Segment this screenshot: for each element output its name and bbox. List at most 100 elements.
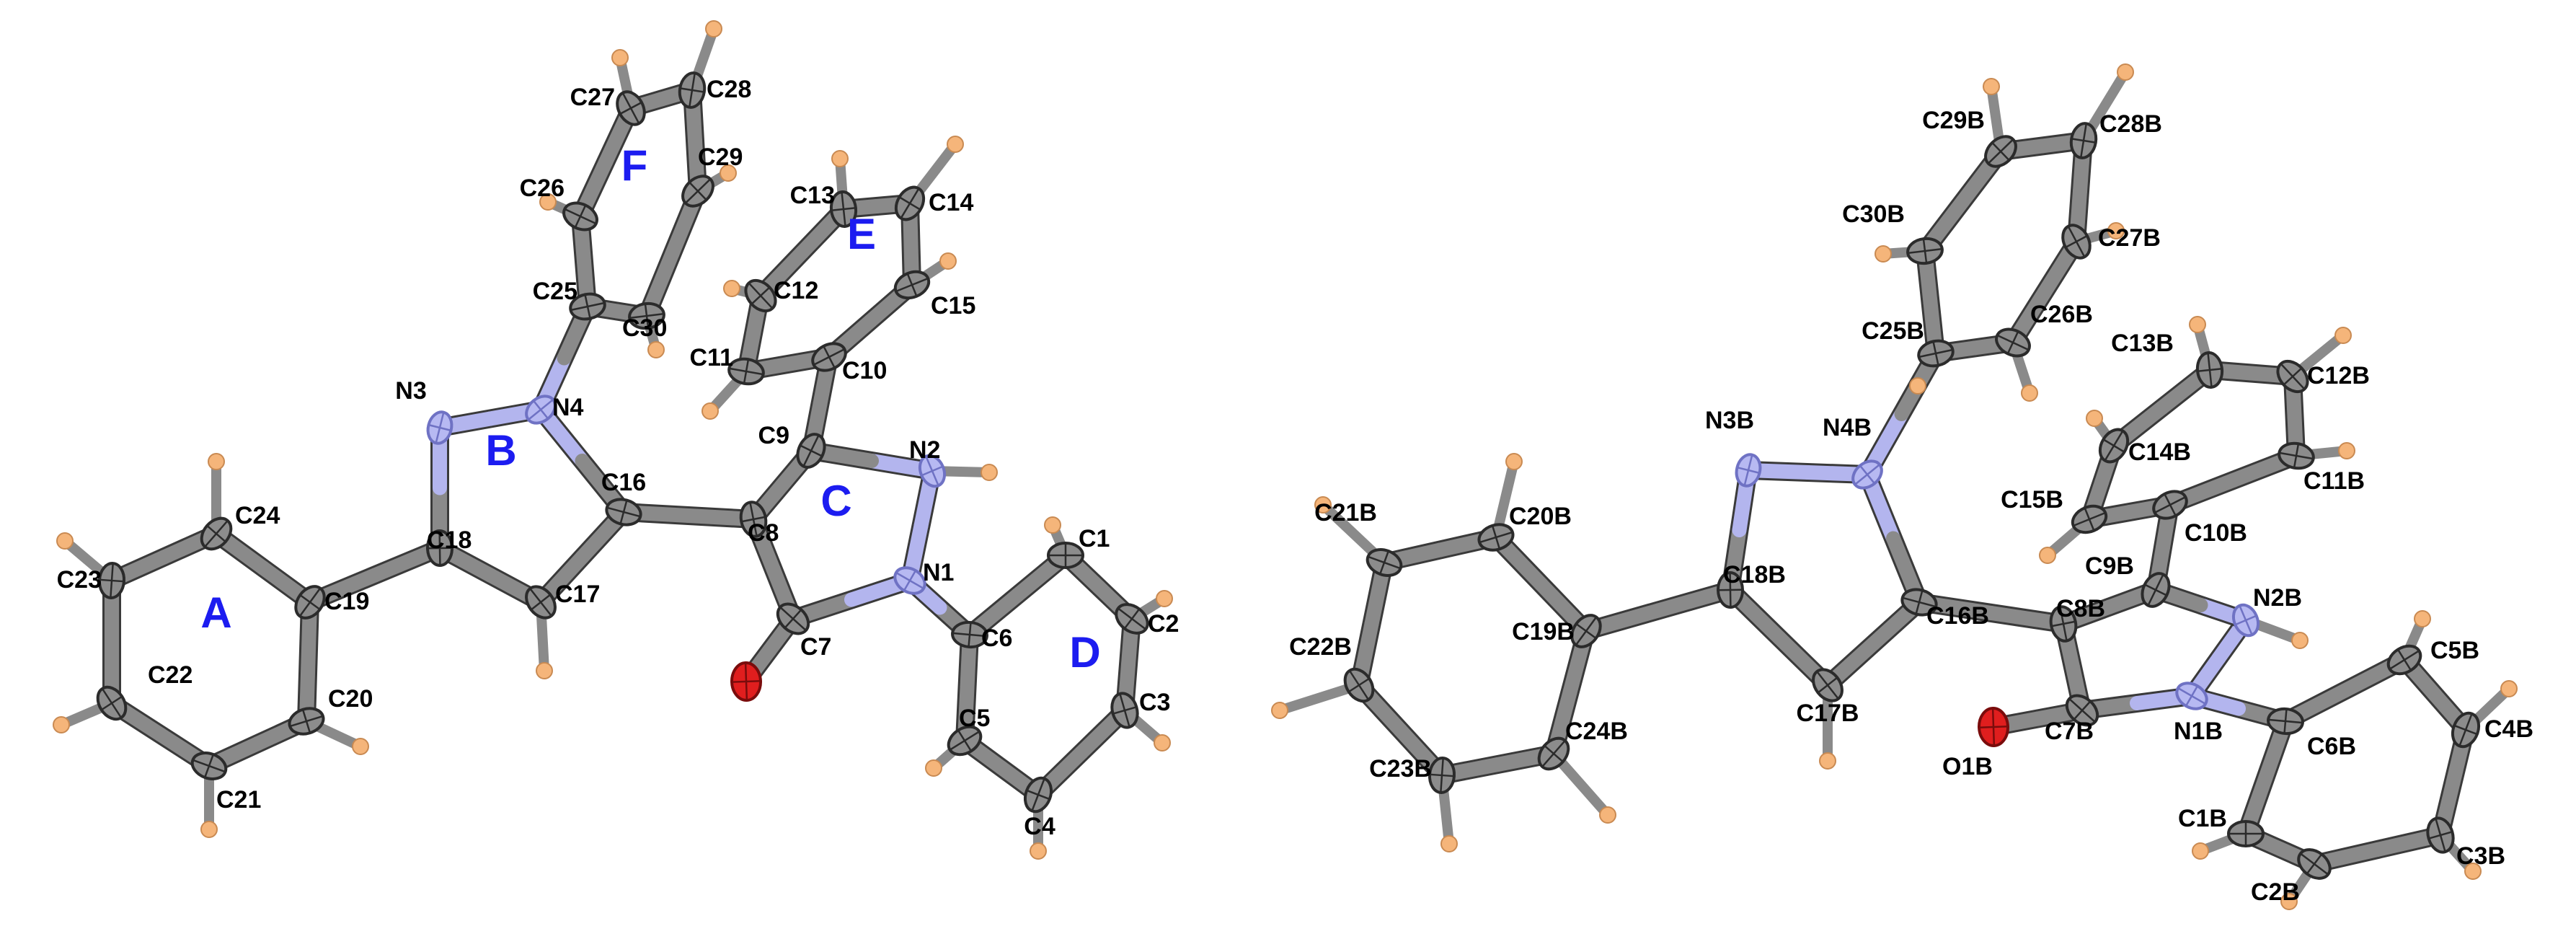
atom-c27 bbox=[616, 90, 646, 126]
ellipsoid-axis bbox=[644, 303, 650, 329]
hydrogen-atom bbox=[939, 252, 957, 270]
atom-label-c1: C1 bbox=[1079, 525, 1110, 552]
atom-c26b bbox=[1995, 327, 2031, 358]
ellipsoid-axis bbox=[1026, 789, 1050, 801]
hydrogen-atom bbox=[701, 402, 719, 420]
atom-c3 bbox=[1110, 692, 1139, 729]
ellipsoid-axis bbox=[2293, 444, 2300, 468]
ellipsoid-axis bbox=[800, 444, 823, 457]
atom-n2b bbox=[2231, 603, 2260, 638]
ring-label-c: C bbox=[820, 477, 851, 525]
atom-label-c21b: C21B bbox=[1314, 499, 1377, 526]
hydrogen-atom bbox=[2117, 63, 2134, 81]
hydrogen-atom bbox=[2414, 610, 2431, 627]
ellipsoid-axis bbox=[619, 500, 628, 524]
atom-c16 bbox=[605, 498, 642, 526]
atom-c3b bbox=[2426, 816, 2455, 854]
ellipsoid-axis bbox=[2283, 708, 2288, 734]
ellipsoid-axis bbox=[680, 87, 704, 93]
atom-n2 bbox=[918, 454, 947, 488]
atom-c17 bbox=[525, 585, 557, 620]
ellipsoid-axis bbox=[301, 709, 311, 733]
atom-c11b bbox=[2278, 441, 2315, 470]
ellipsoid-axis bbox=[1575, 622, 1597, 640]
hydrogen-atom bbox=[947, 136, 964, 153]
atom-c23 bbox=[97, 562, 126, 599]
atom-label-c3b: C3B bbox=[2456, 842, 2505, 870]
atom-c4 bbox=[1023, 776, 1053, 814]
atom-c1b bbox=[2227, 820, 2265, 847]
ellipsoid-axis bbox=[744, 662, 748, 701]
atom-c11 bbox=[727, 357, 765, 386]
hydrogen-atom bbox=[208, 453, 225, 470]
hydrogen-atom bbox=[200, 821, 218, 838]
ring-label-e: E bbox=[847, 210, 876, 258]
atom-c21 bbox=[190, 752, 228, 780]
atom-c13b bbox=[2195, 351, 2224, 389]
atom-label-o1b: O1B bbox=[1942, 753, 1993, 780]
atom-c14 bbox=[894, 185, 926, 221]
atom-c25b bbox=[1917, 339, 1955, 368]
atom-c10 bbox=[811, 342, 847, 372]
ring-label-a: A bbox=[200, 589, 231, 637]
ellipsoid-axis bbox=[101, 695, 123, 711]
ellipsoid-axis bbox=[898, 196, 921, 211]
atom-label-c26: C26 bbox=[520, 175, 565, 202]
hydrogen-atom bbox=[1044, 516, 1061, 534]
ellipsoid-axis bbox=[428, 423, 451, 432]
hydrogen-atom bbox=[2107, 222, 2125, 239]
ellipsoid-axis bbox=[1348, 677, 1370, 693]
ellipsoid-axis bbox=[2197, 367, 2223, 373]
atom-c19b bbox=[1570, 614, 1602, 648]
ring-label-d: D bbox=[1069, 628, 1100, 676]
atom-c5 bbox=[947, 725, 983, 757]
hydrogen-atom bbox=[1505, 453, 1523, 470]
hydrogen-atom bbox=[1156, 590, 1173, 607]
atom-label-c25: C25 bbox=[533, 278, 577, 305]
atom-c12b bbox=[2276, 359, 2309, 394]
atom-c28b bbox=[2069, 122, 2098, 159]
hydrogen-atom bbox=[1599, 806, 1616, 824]
atom-c20b bbox=[1477, 523, 1515, 552]
atom-label-c1b: C1B bbox=[2178, 805, 2227, 832]
ellipsoid-axis bbox=[532, 400, 549, 420]
atom-label-c11: C11 bbox=[690, 344, 734, 371]
hydrogen-atom bbox=[2500, 680, 2518, 697]
ellipsoid-axis bbox=[784, 609, 802, 629]
ellipsoid-axis bbox=[1859, 464, 1876, 485]
ellipsoid-axis bbox=[427, 547, 453, 550]
hydrogen-atom bbox=[2189, 316, 2206, 333]
ellipsoid-axis bbox=[903, 570, 917, 591]
atom-c27b bbox=[2061, 224, 2092, 260]
ellipsoid-axis bbox=[957, 729, 973, 752]
ellipsoid-axis bbox=[2453, 724, 2478, 736]
hydrogen-atom bbox=[925, 759, 942, 777]
ellipsoid-axis bbox=[530, 594, 552, 611]
atom-o1b bbox=[1977, 707, 2010, 747]
atom-c2 bbox=[1115, 603, 1149, 635]
atom-label-c21: C21 bbox=[216, 786, 261, 814]
atom-label-n3b: N3B bbox=[1705, 407, 1754, 434]
ellipsoid-axis bbox=[204, 754, 214, 778]
atom-c25 bbox=[569, 292, 606, 321]
atom-c30b bbox=[1906, 237, 1944, 265]
ellipsoid-axis bbox=[831, 206, 857, 212]
atom-n1 bbox=[893, 566, 926, 595]
ellipsoid-axis bbox=[2164, 493, 2177, 516]
ellipsoid-axis bbox=[1817, 676, 1838, 694]
ellipsoid-axis bbox=[206, 524, 226, 543]
ellipsoid-axis bbox=[574, 205, 587, 228]
atom-label-c9: C9 bbox=[758, 422, 789, 449]
atom-o1 bbox=[730, 661, 763, 702]
atom-c20 bbox=[288, 707, 325, 736]
ellipsoid-axis bbox=[823, 345, 836, 369]
atom-c2b bbox=[2297, 848, 2332, 880]
hydrogen-atom bbox=[2192, 842, 2209, 860]
atom-c24 bbox=[200, 516, 233, 551]
ellipsoid-axis bbox=[1544, 744, 1564, 763]
ellipsoid-axis bbox=[1737, 466, 1760, 475]
ellipsoid-axis bbox=[2073, 700, 2092, 720]
atom-label-c29: C29 bbox=[698, 144, 743, 171]
ring-label-b: B bbox=[485, 426, 516, 475]
